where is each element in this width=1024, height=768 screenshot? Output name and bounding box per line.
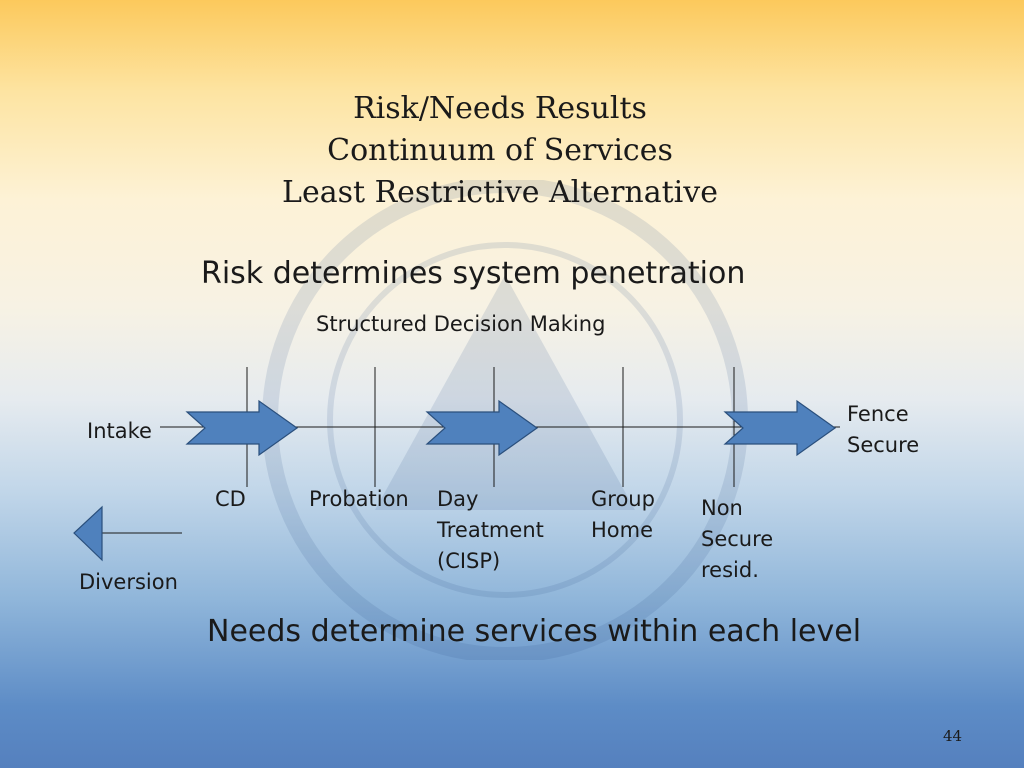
structured-decision-making-label: Structured Decision Making (316, 312, 606, 336)
level-label-day-treatment: Day Treatment (CISP) (437, 484, 544, 577)
risk-heading: Risk determines system penetration (201, 256, 746, 291)
diversion-arrow-head (73, 505, 103, 562)
diversion-label: Diversion (79, 570, 178, 594)
title-line-3: Least Restrictive Alternative (282, 175, 718, 210)
needs-heading: Needs determine services within each lev… (207, 614, 862, 649)
level-non-secure-line-2: Secure (701, 527, 774, 551)
title-line-1: Risk/Needs Results (353, 91, 647, 126)
level-label-cd: CD (215, 484, 246, 515)
arrow-1 (185, 399, 299, 457)
level-day-treatment-line-1: Day (437, 487, 479, 511)
level-day-treatment-line-3: (CISP) (437, 549, 501, 573)
slide-title: Risk/Needs Results Continuum of Services… (0, 88, 1000, 214)
level-label-probation: Probation (309, 484, 409, 515)
level-cd-line-1: CD (215, 487, 246, 511)
level-non-secure-line-3: resid. (701, 558, 759, 582)
title-line-2: Continuum of Services (327, 133, 673, 168)
arrow-3 (723, 399, 837, 457)
arrow-2 (425, 399, 539, 457)
level-probation-line-1: Probation (309, 487, 409, 511)
level-label-non-secure: Non Secure resid. (701, 493, 773, 586)
page-number: 44 (943, 727, 963, 745)
fence-secure-line-1: Fence (847, 402, 909, 426)
level-label-group-home: Group Home (591, 484, 655, 546)
fence-secure-line-2: Secure (847, 433, 920, 457)
level-group-home-line-1: Group (591, 487, 655, 511)
intake-label: Intake (87, 419, 152, 443)
fence-secure-label: Fence Secure (847, 399, 919, 461)
level-group-home-line-2: Home (591, 518, 654, 542)
level-non-secure-line-1: Non (701, 496, 743, 520)
level-day-treatment-line-2: Treatment (437, 518, 544, 542)
